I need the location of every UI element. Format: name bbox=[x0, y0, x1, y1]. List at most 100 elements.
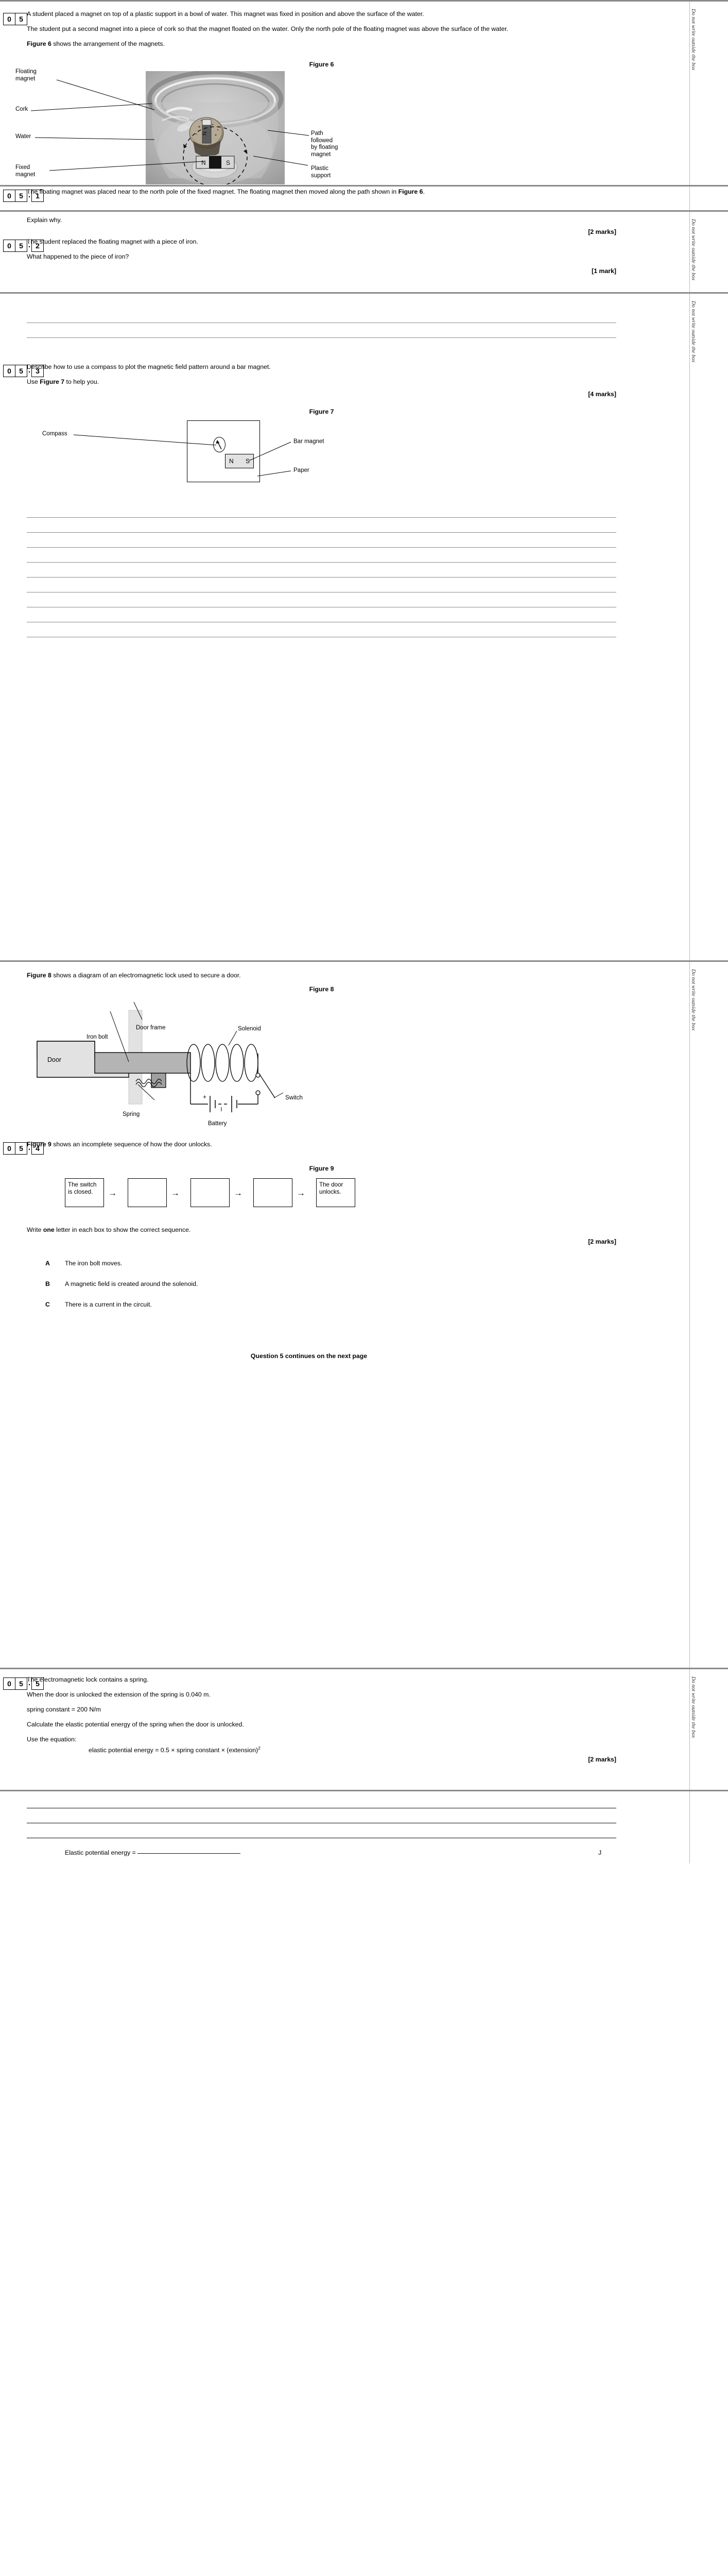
answer-line[interactable] bbox=[27, 1793, 616, 1808]
option-c-letter: C bbox=[45, 1301, 50, 1308]
question-05-body: A student placed a magnet on top of a pl… bbox=[27, 10, 616, 55]
figure6-label-plastic-support: Plastic support bbox=[311, 165, 331, 179]
figure9-sequence: The switch is closed. → → → → The door u… bbox=[0, 1178, 690, 1214]
answer-blank[interactable] bbox=[137, 1853, 241, 1854]
answer-line[interactable] bbox=[27, 1823, 616, 1838]
figure6-leader-lines bbox=[30, 79, 309, 171]
answer-line[interactable] bbox=[27, 533, 616, 548]
answer-line[interactable] bbox=[27, 563, 616, 578]
q054-instruction: Write one letter in each box to show the… bbox=[27, 1226, 191, 1233]
compass-needle-icon bbox=[216, 440, 222, 450]
answer-line[interactable] bbox=[27, 592, 616, 607]
q055-digit-0: 0 bbox=[3, 1677, 15, 1690]
fig8-lead: Figure 8 shows a diagram of an electroma… bbox=[27, 971, 616, 979]
q052-body: The student replaced the floating magnet… bbox=[27, 238, 616, 261]
q055-text-e: Use the equation: bbox=[27, 1736, 77, 1743]
q053-body: Describe how to use a compass to plot th… bbox=[27, 363, 616, 386]
q055-answer-label: Elastic potential energy = bbox=[65, 1849, 138, 1856]
q055-digit-5: 5 bbox=[15, 1677, 27, 1690]
answer-line[interactable] bbox=[27, 323, 616, 338]
figure6-photograph: N N S bbox=[146, 71, 285, 184]
sequence-box-4[interactable] bbox=[253, 1178, 292, 1207]
q051-digit-0: 0 bbox=[3, 190, 15, 202]
figure8-label-door-frame: Door frame bbox=[136, 1025, 166, 1031]
q053-text-b: Use Figure 7 to help you. bbox=[27, 378, 99, 385]
page-band-4: 0 5 . 3 Describe how to use a compass to… bbox=[0, 294, 728, 962]
q055-equation-text: elastic potential energy = 0.5 × spring … bbox=[89, 1747, 258, 1754]
answer-line[interactable] bbox=[27, 518, 616, 533]
q053-digit-0: 0 bbox=[3, 365, 15, 377]
q054-dot: . bbox=[28, 1143, 31, 1152]
answer-line[interactable] bbox=[27, 607, 616, 622]
q051-digit-5: 5 bbox=[15, 190, 27, 202]
q054-lead-rest: shows an incomplete sequence of how the … bbox=[51, 1141, 212, 1148]
q053-dot: . bbox=[28, 366, 31, 375]
option-b-letter: B bbox=[45, 1280, 50, 1287]
stem-paragraph-2: The student put a second magnet into a p… bbox=[27, 25, 509, 32]
margin-note-band-3: Do not write outside the box bbox=[690, 219, 696, 281]
page-band-6: 0 5 . 5 The electromagnetic lock contain… bbox=[0, 1669, 728, 1791]
figure6-label-cork: Cork bbox=[15, 106, 28, 112]
answer-line[interactable] bbox=[27, 503, 616, 518]
q052-subpart: 2 bbox=[31, 240, 44, 252]
answer-line[interactable] bbox=[27, 578, 616, 592]
answer-line[interactable] bbox=[27, 548, 616, 563]
sequence-box-2[interactable] bbox=[128, 1178, 167, 1207]
q052-dot: . bbox=[28, 241, 31, 249]
svg-text:S: S bbox=[226, 159, 230, 166]
figure7-caption: Figure 7 bbox=[309, 408, 334, 415]
margin-note-band-1: Do not write outside the box bbox=[690, 9, 696, 71]
question-digit-0: 0 bbox=[3, 13, 15, 25]
question-number-05-1: 0 5 . 1 bbox=[3, 190, 44, 202]
answer-line[interactable] bbox=[27, 622, 616, 637]
q055-marks: [2 marks] bbox=[588, 1756, 616, 1763]
option-a-letter: A bbox=[45, 1260, 50, 1267]
q053-answer-lines bbox=[27, 503, 616, 637]
figure8-diagram: + Door bbox=[33, 997, 589, 1112]
figure7-compass bbox=[213, 437, 226, 452]
q055-text-d: Calculate the elastic potential energy o… bbox=[27, 1721, 244, 1728]
sequence-arrow-2: → bbox=[171, 1188, 180, 1198]
option-b-text: A magnetic field is created around the s… bbox=[65, 1280, 198, 1287]
figure7-leader-lines bbox=[73, 434, 291, 477]
q055-final-answer-row: Elastic potential energy = bbox=[65, 1849, 241, 1856]
q055-dot: . bbox=[28, 1679, 31, 1687]
svg-text:N: N bbox=[202, 131, 208, 135]
q055-text-a: The electromagnetic lock contains a spri… bbox=[27, 1676, 149, 1683]
page-band-3: Explain why. [2 marks] 0 5 . 2 The stude… bbox=[0, 212, 728, 294]
answer-line[interactable] bbox=[27, 308, 616, 323]
figure8-caption: Figure 8 bbox=[309, 986, 334, 993]
q051-body: The floating magnet was placed near to t… bbox=[27, 188, 616, 202]
figure6-label-water: Water bbox=[15, 133, 31, 140]
svg-text:+: + bbox=[203, 1093, 206, 1100]
q054-marks: [2 marks] bbox=[588, 1238, 616, 1245]
figure7-paper bbox=[187, 420, 260, 482]
question-number-05-5: 0 5 . 5 bbox=[3, 1677, 44, 1690]
sequence-box-5: The door unlocks. bbox=[316, 1178, 355, 1207]
figure8-label-spring: Spring bbox=[123, 1111, 140, 1117]
question-number-05-2: 0 5 . 2 bbox=[3, 240, 44, 252]
q052-digit-0: 0 bbox=[3, 240, 15, 252]
question-continues-note: Question 5 continues on the next page bbox=[250, 1352, 368, 1360]
sequence-box-3[interactable] bbox=[190, 1178, 230, 1207]
sequence-arrow-1: → bbox=[108, 1188, 117, 1198]
q055-equation-sup: 2 bbox=[258, 1745, 261, 1751]
q053-subpart: 3 bbox=[31, 365, 44, 377]
figure8-label-switch: Switch bbox=[285, 1095, 303, 1101]
page-band-1: 0 5 A student placed a magnet on top of … bbox=[0, 0, 728, 187]
svg-text:N: N bbox=[201, 159, 206, 166]
margin-note-band-5: Do not write outside the box bbox=[690, 969, 696, 1031]
option-a-text: The iron bolt moves. bbox=[65, 1260, 123, 1267]
q054-digit-0: 0 bbox=[3, 1142, 15, 1155]
sequence-arrow-4: → bbox=[297, 1188, 305, 1198]
page-band-7: Elastic potential energy = J bbox=[0, 1791, 728, 1863]
figure7-label-bar-magnet: Bar magnet bbox=[293, 438, 324, 445]
figure7-label-paper: Paper bbox=[293, 467, 309, 473]
figure8-label-solenoid: Solenoid bbox=[238, 1026, 261, 1032]
figure6-label-floating-magnet: Floating magnet bbox=[15, 69, 37, 82]
q051-explain-body: Explain why. bbox=[27, 216, 616, 224]
answer-line[interactable] bbox=[27, 1808, 616, 1823]
q052-marks: [1 mark] bbox=[592, 267, 616, 275]
q052-text-a: The student replaced the floating magnet… bbox=[27, 238, 198, 245]
question-digit-5: 5 bbox=[15, 13, 27, 25]
